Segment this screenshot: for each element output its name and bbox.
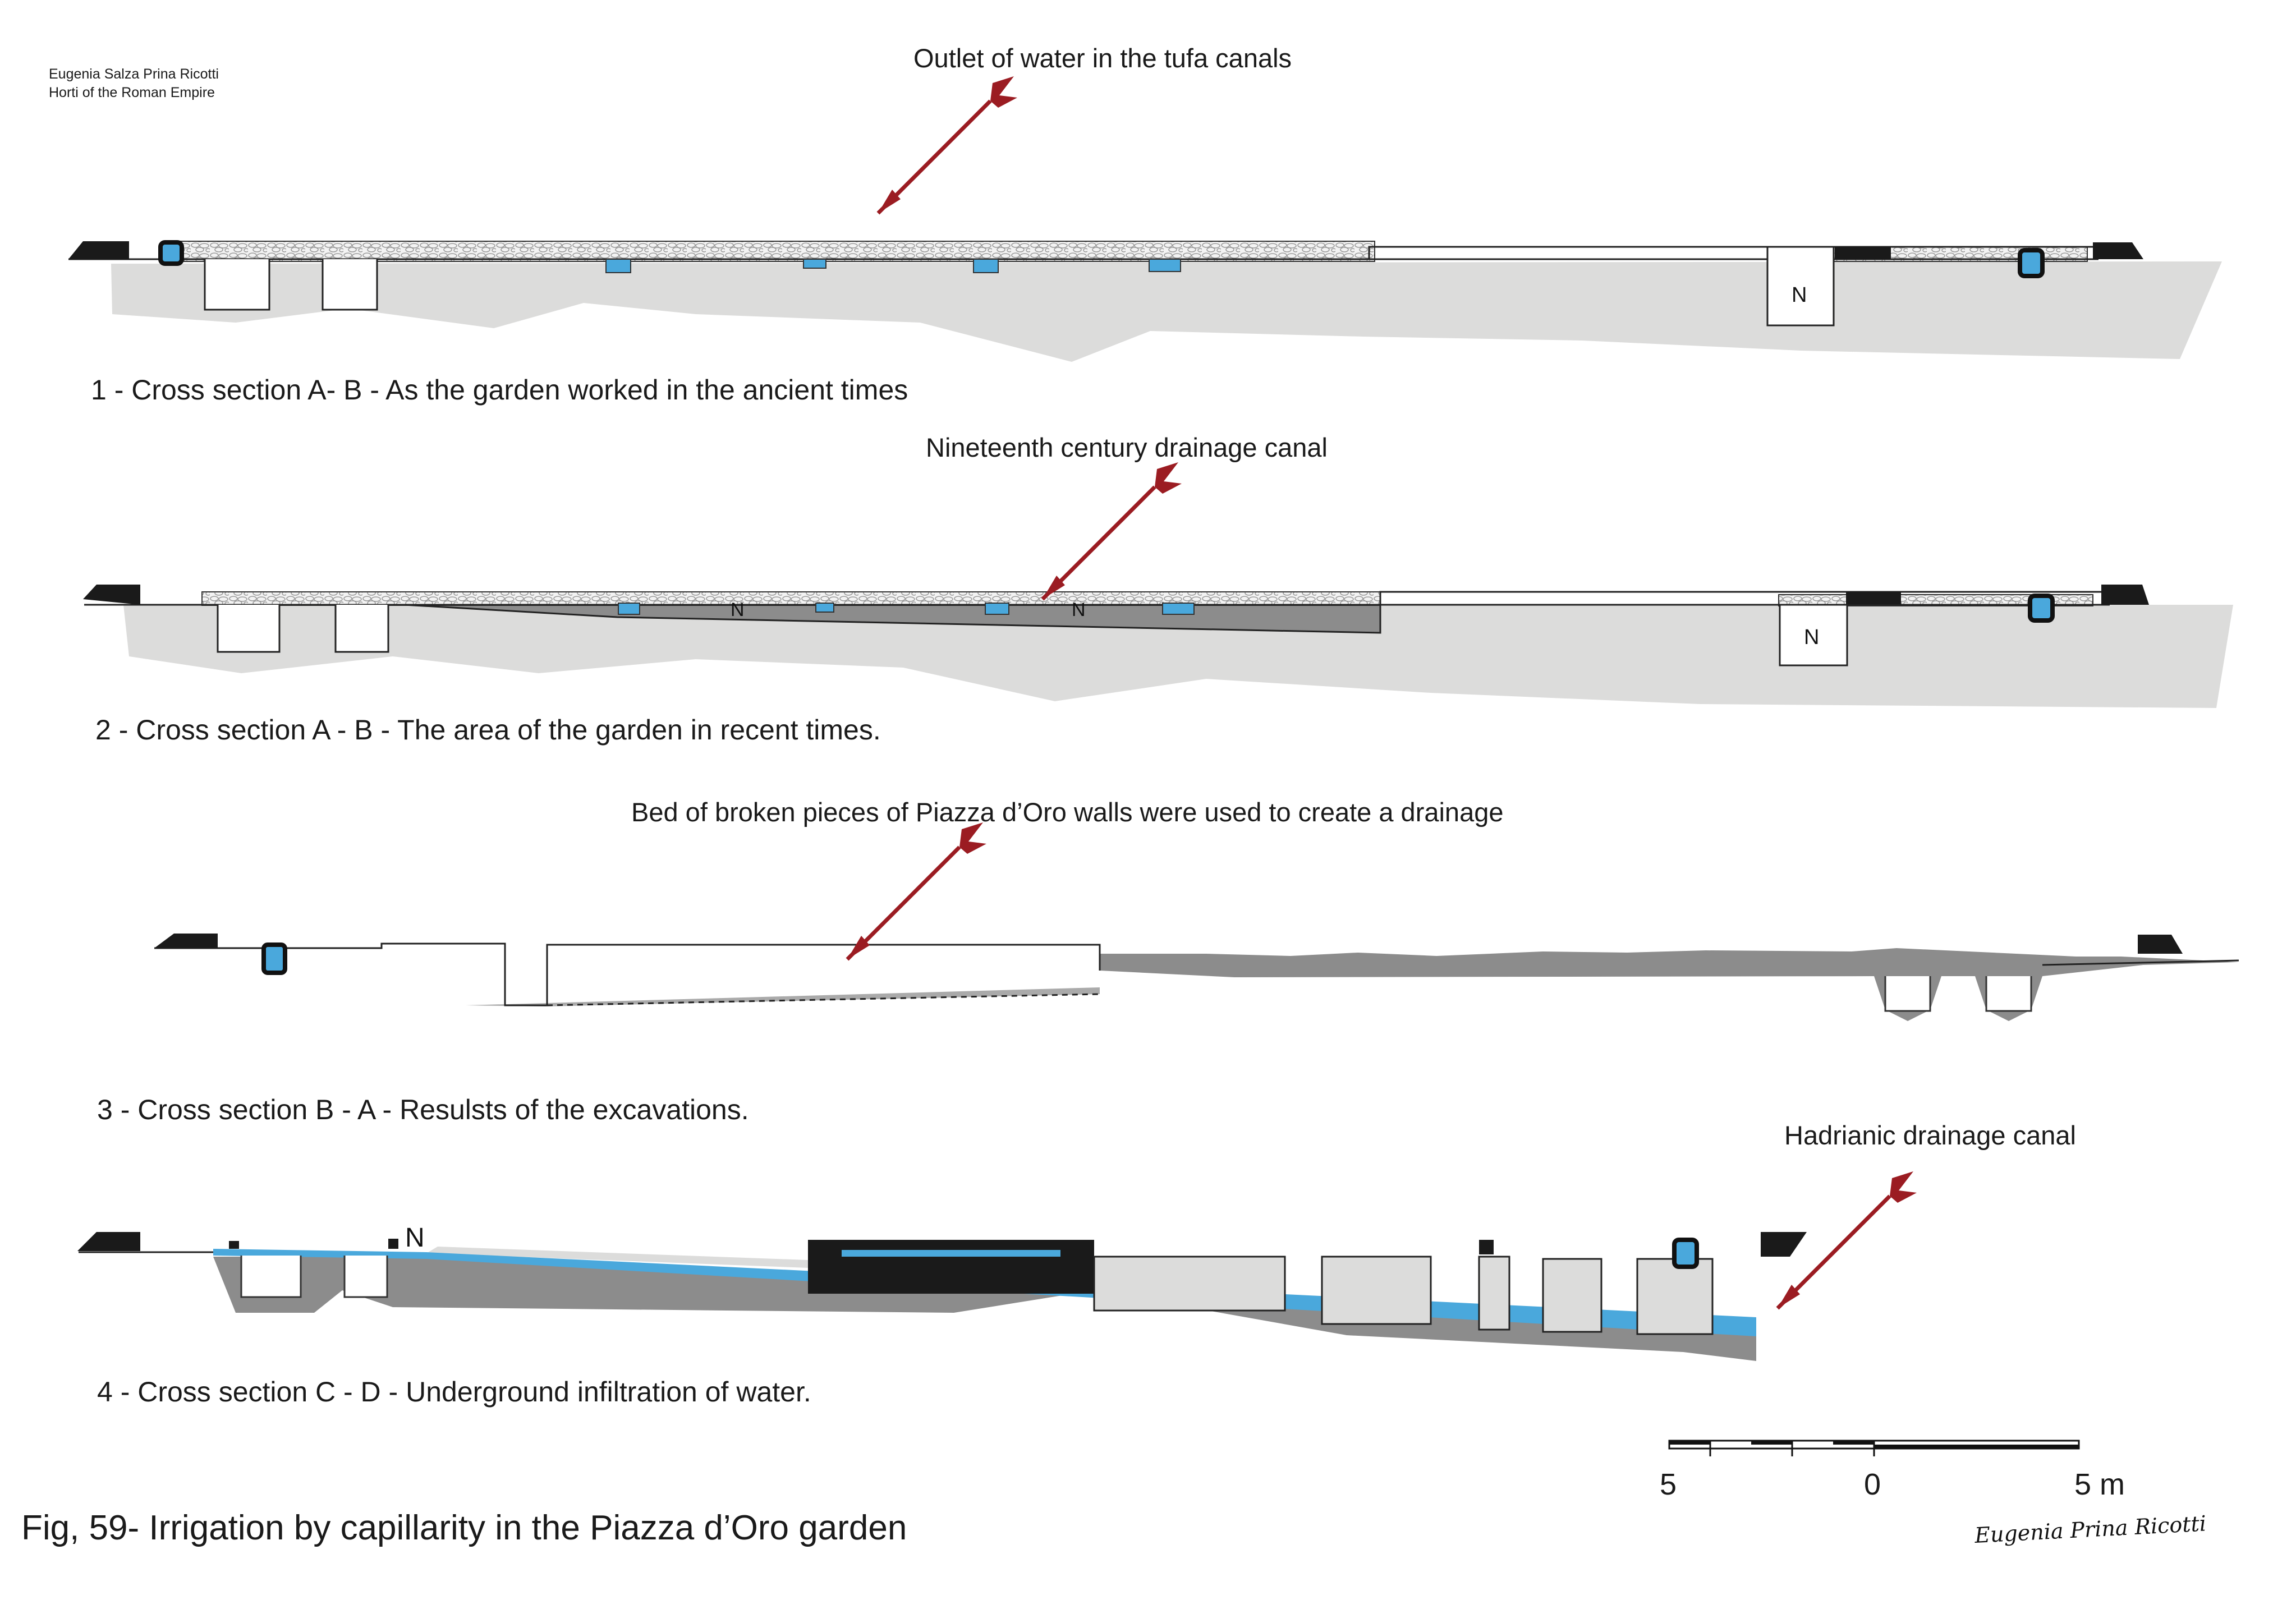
small-dark-4 (1479, 1240, 1494, 1254)
author-name: Eugenia Salza Prina Ricotti (49, 66, 219, 82)
tufa-canal-7 (240, 1256, 302, 1298)
niche-n-1 (1766, 246, 1835, 327)
tufa-canal-8 (343, 1256, 388, 1298)
caption-section-3: 3 - Cross section B - A - Resulsts of th… (97, 1094, 749, 1125)
small-block-4a (229, 1241, 239, 1249)
right-ground-line-3 (2042, 959, 2239, 966)
tufa-canal-2 (322, 259, 378, 311)
tufa-canal-5 (1884, 976, 1931, 1012)
cross-section-1: N (68, 76, 2222, 362)
tufa-canal-4 (334, 605, 389, 653)
water-channel-5 (618, 603, 640, 615)
tufa-canal-1 (204, 259, 270, 311)
annotation-outlet-of-water: Outlet of water in the tufa canals (913, 43, 1292, 73)
drain-dashed-3 (547, 993, 1100, 1006)
scale-label-zero: 0 (1864, 1468, 1881, 1501)
grey-room-4c (1478, 1256, 1510, 1331)
grey-room-4e (1636, 1258, 1714, 1335)
basin-water-4 (842, 1250, 1060, 1257)
cross-section-3 (154, 822, 2239, 1021)
signature: Eugenia Prina Ricotti (1973, 1511, 2207, 1548)
water-channel-1 (605, 259, 631, 273)
conduit-right-2 (2028, 594, 2055, 623)
arrow-broken-wall-bed (847, 822, 986, 959)
water-channel-4 (1149, 259, 1181, 272)
figure-caption: Fig, 59- Irrigation by capillarity in th… (21, 1509, 907, 1547)
water-channel-6 (815, 603, 834, 613)
scale-seg-3 (1833, 1441, 1874, 1445)
ground-fill-2 (123, 605, 2233, 708)
excavated-band-3 (466, 987, 1100, 1006)
marker-n-2a: N (731, 599, 745, 620)
left-wall-3 (154, 934, 218, 948)
niche-n-label-1: N (1792, 283, 1807, 307)
water-channel-3 (973, 259, 999, 273)
annotation-nineteenth-century-canal: Nineteenth century drainage canal (926, 433, 1328, 462)
tufa-canal-6 (1985, 976, 2032, 1012)
grey-room-4b (1321, 1256, 1432, 1325)
scale-seg-1 (1669, 1441, 1710, 1445)
conduit-right-4 (1672, 1238, 1699, 1269)
scale-label-right: 5 m (2074, 1468, 2125, 1501)
scale-label-left: 5 (1660, 1468, 1677, 1501)
left-wall-4 (77, 1232, 140, 1251)
arrow-nineteenth-century-canal (1043, 462, 1182, 599)
left-wall-2 (83, 585, 140, 605)
niche-n-2 (1779, 604, 1848, 666)
water-channel-7 (985, 603, 1009, 615)
water-channel-8 (1162, 603, 1195, 615)
scale-bar (1668, 1440, 2080, 1456)
book-title: Horti of the Roman Empire (49, 85, 215, 100)
canal-slope-line-2 (403, 591, 2110, 634)
conduit-left-3 (261, 942, 287, 975)
water-channel-2 (803, 259, 826, 269)
scale-seg-4 (1874, 1445, 2079, 1449)
annotation-broken-wall-bed: Bed of broken pieces of Piazza d’Oro wal… (631, 797, 1504, 827)
ground-line-3 (154, 942, 1101, 1006)
grey-room-4d (1542, 1258, 1602, 1333)
right-wall-1 (2093, 242, 2143, 259)
ground-fill-1 (111, 261, 2222, 362)
annotation-hadrianic-canal: Hadrianic drainage canal (1784, 1120, 2076, 1150)
surface-band-2 (201, 591, 1381, 606)
right-wall-4 (1761, 1232, 1807, 1257)
dark-slab-1 (1835, 247, 1891, 259)
small-block-4b (388, 1239, 398, 1249)
tufa-canal-3 (217, 605, 281, 653)
dark-fill-3 (1100, 948, 2239, 1021)
caption-section-4: 4 - Cross section C - D - Underground in… (97, 1376, 811, 1408)
cross-section-4: N (77, 1171, 1917, 1361)
dark-fill-4 (213, 1257, 1756, 1361)
conduit-left-1 (158, 240, 184, 266)
right-wall-3 (2138, 935, 2183, 954)
niche-n-label-2: N (1804, 626, 1819, 649)
arrow-outlet-of-water (878, 76, 1017, 213)
caption-section-2: 2 - Cross section A - B - The area of th… (95, 714, 881, 746)
black-basin-4 (808, 1240, 1094, 1294)
conduit-right-1 (2018, 248, 2045, 278)
dark-slab-2 (1846, 592, 1901, 604)
right-wall-2 (2101, 585, 2149, 605)
marker-n-4: N (405, 1223, 425, 1253)
light-bed-4 (426, 1247, 808, 1268)
cross-section-2: N N N (83, 462, 2233, 708)
grey-room-4a (1093, 1256, 1286, 1312)
author-credit: Eugenia Salza Prina Ricotti Horti of the… (49, 65, 219, 102)
scale-seg-2 (1751, 1441, 1792, 1445)
caption-section-1: 1 - Cross section A- B - As the garden w… (91, 374, 908, 406)
marker-n-2b: N (1072, 599, 1086, 620)
left-wall-1 (68, 241, 129, 259)
